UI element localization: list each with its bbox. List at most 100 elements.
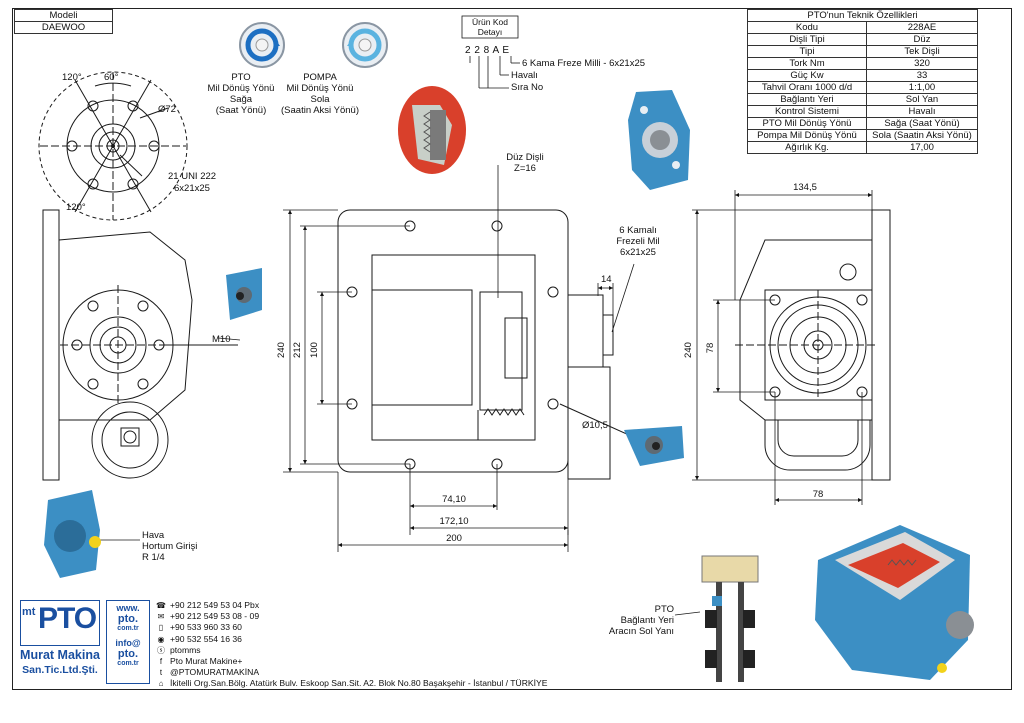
logo-line1: Murat Makina	[20, 648, 100, 662]
twitter-icon: t	[159, 668, 163, 678]
web1-a: www.	[116, 603, 140, 613]
contact-text: Pto Murat Makine+	[170, 656, 243, 667]
air-inlet-line: R 1/4	[142, 552, 165, 563]
contact-item: ⓢ ptomms	[156, 645, 548, 656]
uni-label-2: 6x21x25	[174, 183, 210, 194]
web-contact-box: www. pto. com.tr info@ pto. com.tr	[106, 600, 150, 684]
pto-rotation-line: (Saat Yönü)	[215, 105, 267, 116]
m10-label: M10	[212, 334, 231, 345]
shaft-callout-line: Frezeli Mil	[616, 236, 660, 247]
housing-photo-red	[398, 86, 466, 174]
spec-label: Ağırlık Kg.	[747, 141, 867, 154]
mount-callout: PTO Bağlantı Yeri Aracın Sol Yanı	[604, 604, 674, 637]
dia-72-label: Ø72	[158, 104, 176, 115]
pto-rotation-line: PTO	[231, 72, 251, 83]
side-dimension-lines	[692, 190, 873, 505]
product-code-tree	[461, 15, 520, 89]
contact-text: +90 212 549 53 08 - 09	[170, 611, 260, 622]
dim-240-side: 240	[683, 342, 694, 358]
facebook-icon: f	[159, 657, 163, 667]
truck-chassis-photo	[701, 555, 759, 682]
dimension-texts: 240 212 100 74,10 172,10 200 14 134,5 24…	[276, 182, 823, 544]
uni-label-1: 21 UNI 222	[168, 171, 216, 182]
product-code-box-line: Detayı	[477, 27, 503, 37]
web1-c: com.tr	[117, 625, 139, 632]
flange-photo-blue	[628, 90, 690, 190]
location-icon: ⌂	[158, 679, 164, 689]
pto-rotation-line: Mil Dönüş Yönü	[207, 83, 275, 94]
contact-item: ✉ +90 212 549 53 08 - 09	[156, 611, 548, 622]
contact-text: ptomms	[170, 644, 201, 655]
dim-100: 100	[309, 342, 320, 358]
air-inlet-photo	[44, 490, 101, 578]
contact-item: f Pto Murat Makine+	[156, 656, 548, 667]
pump-rotation-label: POMPA Mil Dönüş Yönü Sola (Saatin Aksi Y…	[270, 72, 370, 116]
dim-172: 172,10	[439, 516, 468, 527]
contact-list: ☎ +90 212 549 53 04 Pbx ✉ +90 212 549 53 0…	[156, 600, 548, 690]
mount-callout-line: Bağlantı Yeri	[620, 615, 674, 626]
dim-200: 200	[446, 533, 462, 544]
angle-60: 60°	[104, 72, 119, 83]
dim-78-horizontal: 78	[813, 489, 824, 500]
spec-value: 17,00	[866, 141, 978, 154]
shaft-callout-line: 6x21x25	[620, 247, 656, 258]
pump-rotation-line: (Saatin Aksi Yönü)	[281, 105, 359, 116]
gear-callout: Düz Dişli Z=16	[490, 152, 560, 174]
web2-a: info@	[115, 638, 141, 648]
pump-rotation-line: Mil Dönüş Yönü	[286, 83, 354, 94]
web2-c: com.tr	[117, 660, 139, 667]
contact-item: ☎ +90 212 549 53 04 Pbx	[156, 600, 548, 611]
pto-rotation-label: PTO Mil Dönüş Yönü Sağa (Saat Yönü)	[196, 72, 286, 116]
contact-item: ⌂İkitelli Org.San.Bölg. Atatürk Bulv. Es…	[156, 678, 548, 689]
left-side-view	[42, 209, 238, 481]
phone-icon: ☎	[156, 601, 166, 610]
flange-pattern-view	[38, 71, 188, 221]
dim-78-vertical: 78	[705, 343, 716, 354]
air-inlet-line: Hava	[142, 530, 165, 541]
skype-icon: ⓢ	[157, 645, 165, 655]
right-side-view	[735, 209, 891, 481]
company-logo: mt PTO Murat Makina San.Tic.Ltd.Şti.	[20, 600, 100, 684]
product-code-box: Ürün Kod Detayı	[462, 17, 518, 37]
dim-14: 14	[601, 274, 612, 285]
code-legend-serial: Sıra No	[511, 82, 544, 93]
angle-120-top: 120°	[62, 72, 82, 83]
angle-120-bottom: 120°	[66, 202, 86, 213]
pump-rotation-line: Sola	[310, 94, 330, 105]
air-inlet-callout: Hava Hortum Girişi R 1/4	[142, 530, 197, 563]
mount-callout-line: PTO	[654, 604, 674, 615]
dim-74: 74,10	[442, 494, 466, 505]
model-table: Modeli DAEWOO	[14, 9, 113, 34]
pump-rotation-icon	[342, 22, 388, 68]
contact-text: +90 533 960 33 60	[170, 622, 242, 633]
shaft-callout: 6 Kamalı Frezeli Mil 6x21x25	[608, 225, 668, 258]
fax-icon: ✉	[157, 612, 165, 622]
spec-row: Ağırlık Kg.17,00	[747, 141, 978, 154]
pto-product-photo	[815, 525, 974, 680]
dim-212: 212	[292, 342, 303, 358]
logo-pto: PTO	[38, 602, 97, 635]
pump-rotation-line: POMPA	[303, 72, 337, 83]
web1-b: pto.	[117, 613, 139, 625]
pto-rotation-icon	[239, 22, 285, 68]
whatsapp-icon: ◉	[157, 634, 165, 644]
code-legend-shaft: 6 Kama Freze Milli - 6x21x25	[522, 58, 646, 69]
contact-item: t @PTOMURATMAKİNA	[156, 667, 548, 678]
drawing-frame	[12, 8, 1012, 690]
air-inlet-line: Hortum Girişi	[142, 541, 198, 552]
pto-rotation-line: Sağa	[229, 94, 253, 105]
dim-240-front: 240	[276, 342, 287, 358]
contact-text: @PTOMURATMAKİNA	[170, 667, 260, 678]
contact-item: ◉ +90 532 554 16 36	[156, 634, 548, 645]
contact-text: +90 532 554 16 36	[170, 633, 242, 644]
contact-text: +90 212 549 53 04 Pbx	[170, 600, 260, 610]
mount-callout-line: Aracın Sol Yanı	[608, 626, 674, 637]
